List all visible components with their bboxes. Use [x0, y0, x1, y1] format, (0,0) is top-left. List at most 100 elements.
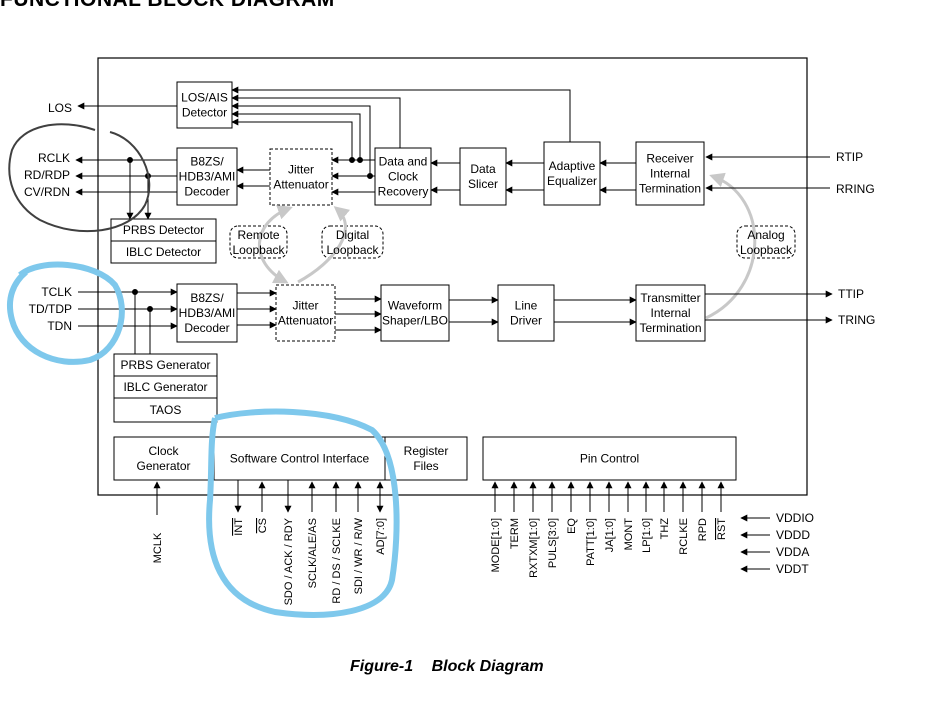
- sw-pin-label: SDI / WR / R/W: [353, 517, 365, 594]
- sw-pin-label: INT: [233, 518, 245, 536]
- data-slicer-label: Data: [470, 162, 496, 176]
- remote-loopback-arrow: [258, 205, 293, 284]
- junction-dot: [349, 157, 355, 163]
- remote-loopback-label: Remote: [237, 228, 279, 242]
- power-pin-label: VDDD: [776, 528, 810, 542]
- tx-encoder-label: B8ZS/: [190, 291, 224, 305]
- adaptive-equalizer: [543, 141, 601, 206]
- pin-control: [482, 436, 737, 481]
- data-slicer-label: Slicer: [468, 177, 498, 191]
- receiver-termination-label: Internal: [650, 167, 690, 181]
- pin-control-pin-label: JA[1:0]: [604, 518, 616, 552]
- pin-ttip: TTIP: [838, 287, 864, 301]
- adaptive-equalizer-label: Equalizer: [547, 174, 597, 188]
- signal-wire: [231, 102, 371, 176]
- software-control-interface-label: Software Control Interface: [230, 452, 370, 466]
- digital-loopback-arrow: [297, 206, 351, 284]
- receiver-termination-label: Receiver: [646, 152, 693, 166]
- software-control-interface: [213, 436, 386, 481]
- clock-generator-label: Clock: [148, 444, 179, 458]
- digital-loopback-label: Loopback: [326, 243, 379, 257]
- pin-control-pin-label: RST: [716, 518, 728, 540]
- pin-tdn: TDN: [47, 319, 72, 333]
- receiver-termination: [635, 141, 705, 206]
- register-files: [384, 436, 468, 481]
- pin-control-pin-label: RCLKE: [678, 518, 690, 555]
- los-ais-detector-label: LOS/AIS: [181, 91, 228, 105]
- highlight-annotation-left: [6, 261, 125, 365]
- pin-mclk: MCLK: [152, 532, 164, 563]
- pin-control-pin-label: RPD: [697, 518, 709, 541]
- iblc-generator-label: IBLC Generator: [123, 380, 207, 394]
- pin-control-pin-label: PATT[1:0]: [585, 518, 597, 566]
- pin-rclk: RCLK: [38, 151, 70, 165]
- pin-control-pin-label: RXTXM[1:0]: [528, 518, 540, 578]
- rx-decoder: [176, 147, 238, 206]
- caption-title: Block Diagram: [431, 658, 544, 675]
- tx-encoder-label: Decoder: [184, 321, 229, 335]
- diagram-heading: FUNCTIONAL BLOCK DIAGRAM: [0, 0, 335, 12]
- waveform-shaper-label: Shaper/LBO: [382, 314, 448, 328]
- adaptive-equalizer-label: Adaptive: [549, 159, 596, 173]
- line-driver-label: Line: [515, 299, 538, 313]
- pin-tring: TRING: [838, 313, 875, 327]
- digital-loopback-label: Digital: [336, 228, 369, 242]
- data-clock-recovery-label: Recovery: [378, 185, 429, 199]
- data-slicer: [459, 147, 507, 206]
- pin-control-pin-label: MONT: [623, 518, 635, 551]
- circle-annotation-dark: [8, 123, 151, 233]
- sw-pin-label: AD[7:0]: [375, 518, 387, 555]
- pin-control-pin-label: MODE[1:0]: [490, 518, 502, 572]
- pin-los: LOS: [48, 101, 72, 115]
- junction-dot: [147, 306, 153, 312]
- analog-loopback: [736, 225, 796, 259]
- pin-cv-rdn: CV/RDN: [24, 185, 70, 199]
- transmitter-termination-label: Internal: [650, 306, 690, 320]
- transmitter-termination-label: Termination: [639, 321, 701, 335]
- transmitter-termination: [635, 284, 706, 342]
- tx-encoder-label: HDB3/AMI: [179, 306, 236, 320]
- pin-control-pin-label: TERM: [509, 518, 521, 549]
- junction-dot: [132, 289, 138, 295]
- pin-rd-rdp: RD/RDP: [24, 168, 70, 182]
- pin-control-pin-label: PULS[3:0]: [547, 518, 559, 568]
- signal-wire: [231, 118, 353, 160]
- sw-pin-label: RD / DS / SCLKE: [331, 518, 343, 604]
- sw-pin-label: CS: [257, 518, 269, 533]
- junction-dot: [357, 157, 363, 163]
- line-driver: [497, 284, 555, 342]
- waveform-shaper: [380, 284, 450, 342]
- register-files-label: Register: [404, 444, 449, 458]
- iblc-detector: [110, 240, 217, 264]
- sw-pin-label: SDO / ACK / RDY: [283, 517, 295, 605]
- analog-loopback-arrow: [705, 172, 757, 320]
- los-ais-detector-label: Detector: [182, 106, 227, 120]
- data-clock-recovery-label: Clock: [388, 170, 419, 184]
- remote-loopback-label: Loopback: [232, 243, 285, 257]
- highlight-annotation-bottom: [206, 408, 400, 618]
- tx-jitter-attenuator-label: Jitter: [292, 299, 318, 313]
- clock-generator-label: Generator: [136, 459, 190, 473]
- pin-control-label: Pin Control: [580, 452, 639, 466]
- pin-rtip: RTIP: [836, 150, 863, 164]
- pin-td-tdp: TD/TDP: [29, 302, 72, 316]
- junction-dot: [127, 157, 133, 163]
- rx-decoder-label: HDB3/AMI: [179, 170, 236, 184]
- transmitter-termination-label: Transmitter: [640, 291, 700, 305]
- caption-figure-number: Figure-1: [350, 658, 414, 675]
- power-pin-label: VDDIO: [776, 511, 814, 525]
- pin-control-pin-label: THZ: [659, 518, 671, 540]
- prbs-generator-label: PRBS Generator: [120, 358, 210, 372]
- pin-rring: RRING: [836, 182, 875, 196]
- tx-jitter-attenuator-label: Attenuator: [278, 314, 333, 328]
- power-pin-label: VDDA: [776, 545, 809, 559]
- analog-loopback-label: Analog: [747, 228, 784, 242]
- power-pin-label: VDDT: [776, 562, 809, 576]
- data-clock-recovery-label: Data and: [379, 155, 428, 169]
- line-driver-label: Driver: [510, 314, 542, 328]
- pin-tclk: TCLK: [41, 285, 72, 299]
- sw-pin-label: SCLK/ALE/AS: [307, 518, 319, 588]
- figure-caption: Figure-1 Block Diagram: [350, 658, 558, 676]
- pin-control-pin-label: LP[1:0]: [641, 518, 653, 553]
